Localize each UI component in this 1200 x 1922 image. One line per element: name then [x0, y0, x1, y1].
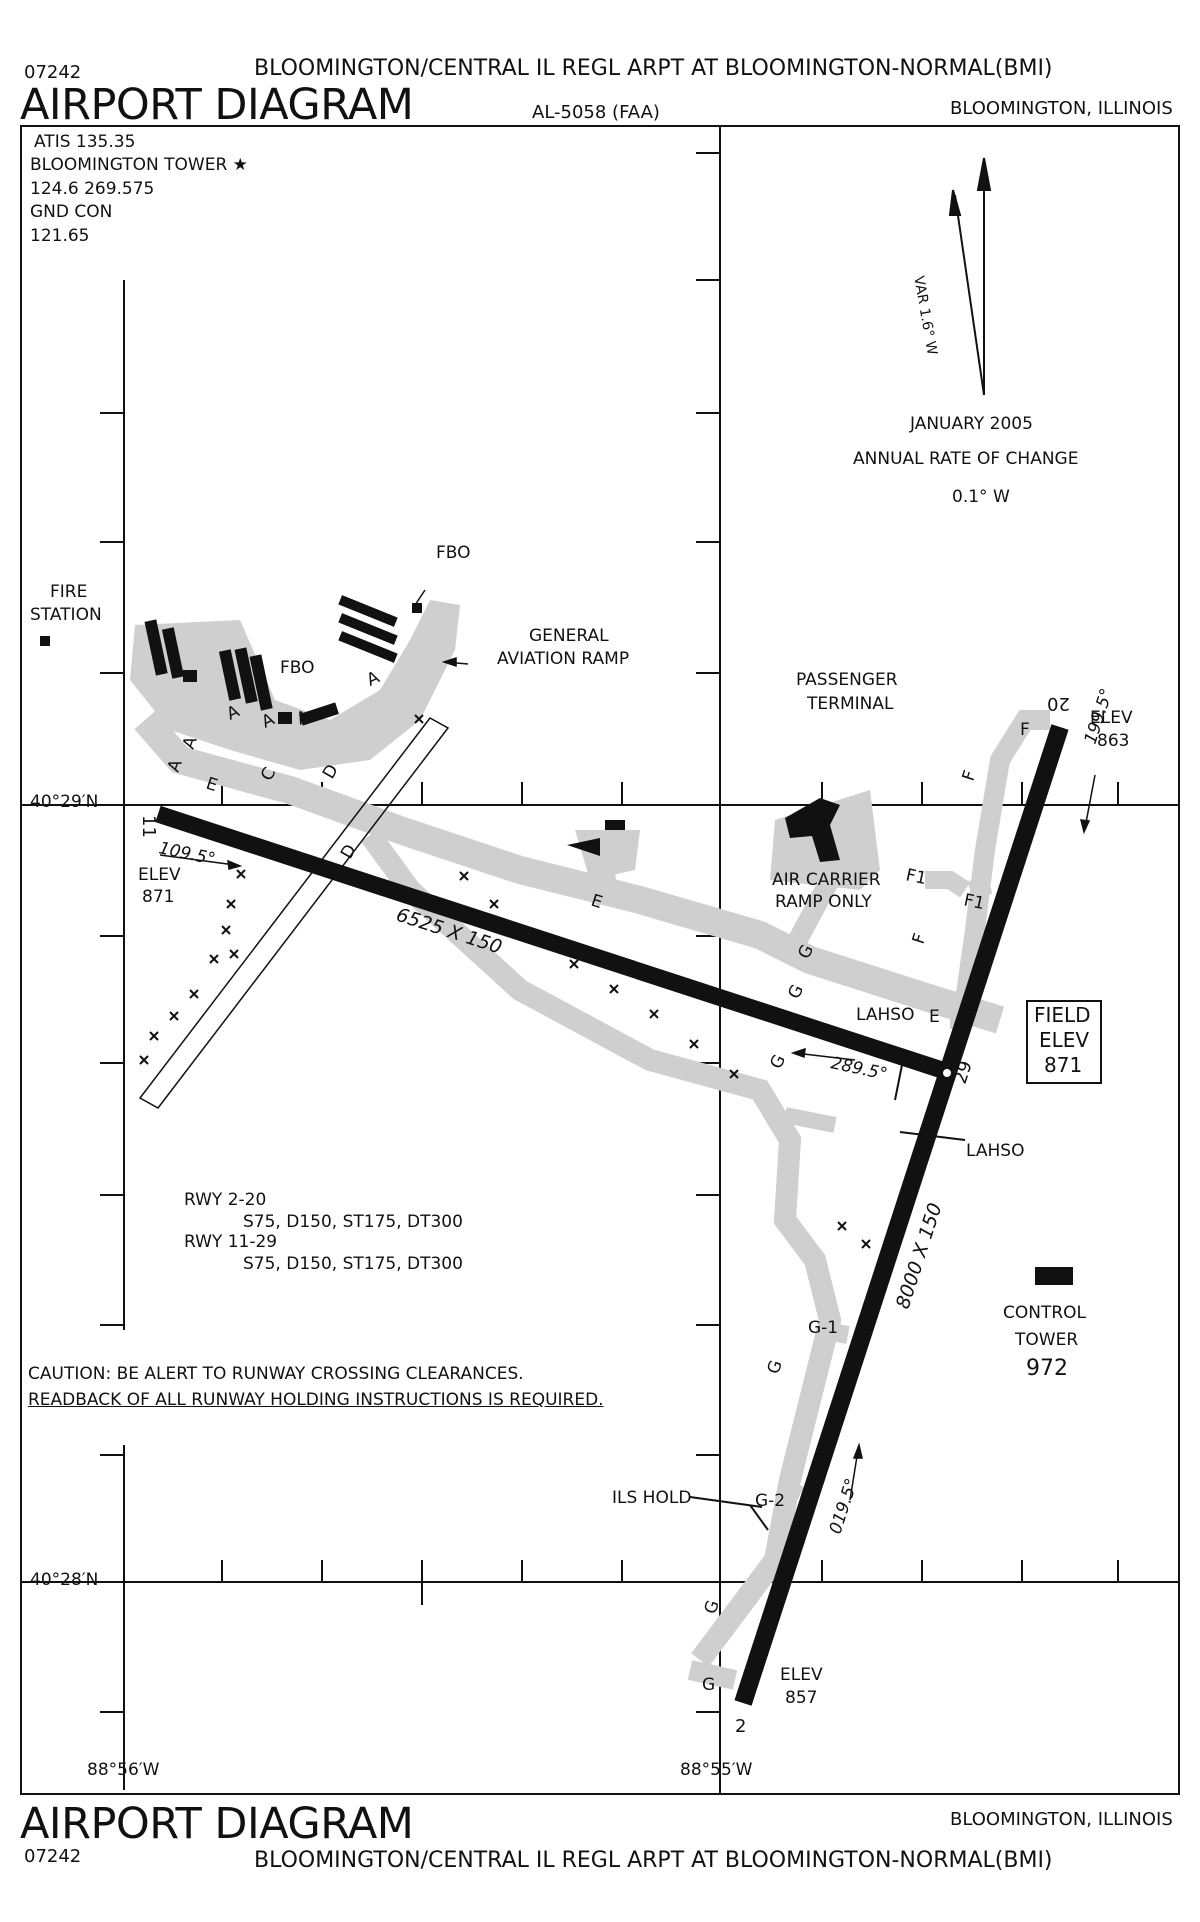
heading-arrows: [159, 589, 1096, 1501]
taxiway-g-label: G: [764, 1358, 787, 1377]
taxiway-f1-label: F1: [962, 890, 986, 914]
taxiway-e-label: E: [929, 1007, 940, 1027]
procedure-number: 07242: [24, 62, 82, 83]
taxiway-f-label: F: [959, 768, 981, 783]
rwy-11-29-strength-label: RWY 11-29: [184, 1232, 278, 1252]
chart-title: AIRPORT DIAGRAM: [20, 80, 414, 130]
field-elevation-box: FIELD ELEV 871: [1026, 1000, 1102, 1084]
taxiway-g-label: G: [784, 982, 808, 1002]
buildings: [40, 595, 1073, 1285]
latitude-south: 40°28′N: [30, 1570, 99, 1590]
hold-lines: [689, 1049, 966, 1531]
tower-freqs: 124.6 269.575: [30, 179, 155, 199]
annual-rate: 0.1° W: [952, 487, 1010, 507]
taxiway-g1-label: G-1: [808, 1318, 838, 1338]
readback-note: READBACK OF ALL RUNWAY HOLDING INSTRUCTI…: [28, 1390, 604, 1410]
field-elev-label: ELEV: [1039, 1028, 1090, 1052]
taxiway-f-label: F: [909, 931, 931, 946]
taxiway-a-label: A: [364, 667, 383, 690]
ils-hold-label: ILS HOLD: [612, 1488, 692, 1508]
elev-20: 863: [1097, 731, 1130, 751]
control-tower-label: CONTROL: [1003, 1303, 1087, 1323]
field-elev-label: FIELD: [1034, 1003, 1091, 1027]
air-carrier-ramp-label: RAMP ONLY: [775, 892, 872, 912]
rwy-20-label: 20: [1047, 693, 1070, 714]
taxiway-f-label: F: [1020, 720, 1030, 740]
taxiway-g2-label: G-2: [755, 1491, 785, 1511]
rwy-11-29-strength: S75, D150, ST175, DT300: [243, 1254, 463, 1274]
taxiway-labels: A A A A A A C D D E E E F F F F1 F1 G G …: [164, 667, 1030, 1695]
air-carrier-ramp-label: AIR CARRIER: [772, 870, 881, 890]
rwy-2-label: 2: [735, 1716, 746, 1737]
closed-markers: [139, 714, 871, 1249]
ga-ramp-label: GENERAL: [529, 626, 609, 646]
airport-name: BLOOMINGTON/CENTRAL IL REGL ARPT AT BLOO…: [254, 56, 1053, 81]
atis-freq: ATIS 135.35: [34, 132, 136, 152]
footer-location: BLOOMINGTON, ILLINOIS: [950, 1809, 1173, 1830]
chart-id: AL-5058 (FAA): [532, 102, 660, 123]
fbo-label: FBO: [280, 658, 315, 678]
footer-procedure-number: 07242: [24, 1846, 82, 1867]
lahso-label: LAHSO: [856, 1005, 915, 1025]
runways: [155, 724, 1069, 1706]
passenger-terminal-label: PASSENGER: [796, 670, 898, 690]
closed-taxiway: [138, 717, 450, 1109]
ground-freq: 121.65: [30, 226, 90, 246]
north-arrow: [948, 157, 992, 396]
footer-airport-name: BLOOMINGTON/CENTRAL IL REGL ARPT AT BLOO…: [254, 1848, 1053, 1873]
longitude-east: 88°55′W: [680, 1760, 753, 1780]
elev-label: ELEV: [138, 865, 181, 885]
rwy-11-label: 11: [138, 815, 159, 838]
tower-name: BLOOMINGTON TOWER ★: [30, 155, 248, 175]
taxiway-lines: [134, 710, 1050, 1690]
hdg-2: 019.5°: [826, 1476, 863, 1537]
elev-11: 871: [142, 887, 175, 907]
taxiway-f1-label: F1: [904, 865, 928, 889]
fire-station-label: STATION: [30, 605, 102, 625]
rwy-2-20-strength: S75, D150, ST175, DT300: [243, 1212, 463, 1232]
taxiway-d-label: D: [337, 841, 361, 862]
control-tower-elev: 972: [1026, 1356, 1068, 1381]
diagram-frame: [20, 125, 1180, 1795]
taxiway-g-label: G: [702, 1675, 715, 1695]
longitude-west: 88°56′W: [87, 1760, 160, 1780]
rwy-2-20-strength-label: RWY 2-20: [184, 1190, 267, 1210]
ga-ramp-label: AVIATION RAMP: [497, 649, 630, 669]
latitude-north: 40°29′N: [30, 792, 99, 812]
location: BLOOMINGTON, ILLINOIS: [950, 98, 1173, 119]
taxiway-g-label: G: [701, 1598, 724, 1617]
field-elev-value: 871: [1044, 1053, 1083, 1077]
taxiway-g-label: G: [766, 1052, 790, 1072]
ground-label: GND CON: [30, 202, 113, 222]
control-tower-label: TOWER: [1015, 1330, 1079, 1350]
magnetic-date: JANUARY 2005: [910, 414, 1033, 434]
caution-note: CAUTION: BE ALERT TO RUNWAY CROSSING CLE…: [28, 1364, 524, 1384]
elev-label: ELEV: [780, 1665, 823, 1685]
passenger-terminal-label: TERMINAL: [807, 694, 894, 714]
elev-label: ELEV: [1090, 708, 1133, 728]
elev-2: 857: [785, 1688, 818, 1708]
fbo-label: FBO: [436, 543, 471, 563]
footer-chart-title: AIRPORT DIAGRAM: [20, 1799, 414, 1849]
annual-rate-label: ANNUAL RATE OF CHANGE: [853, 449, 1079, 469]
fire-station-label: FIRE: [50, 582, 88, 602]
lahso-label: LAHSO: [966, 1141, 1025, 1161]
